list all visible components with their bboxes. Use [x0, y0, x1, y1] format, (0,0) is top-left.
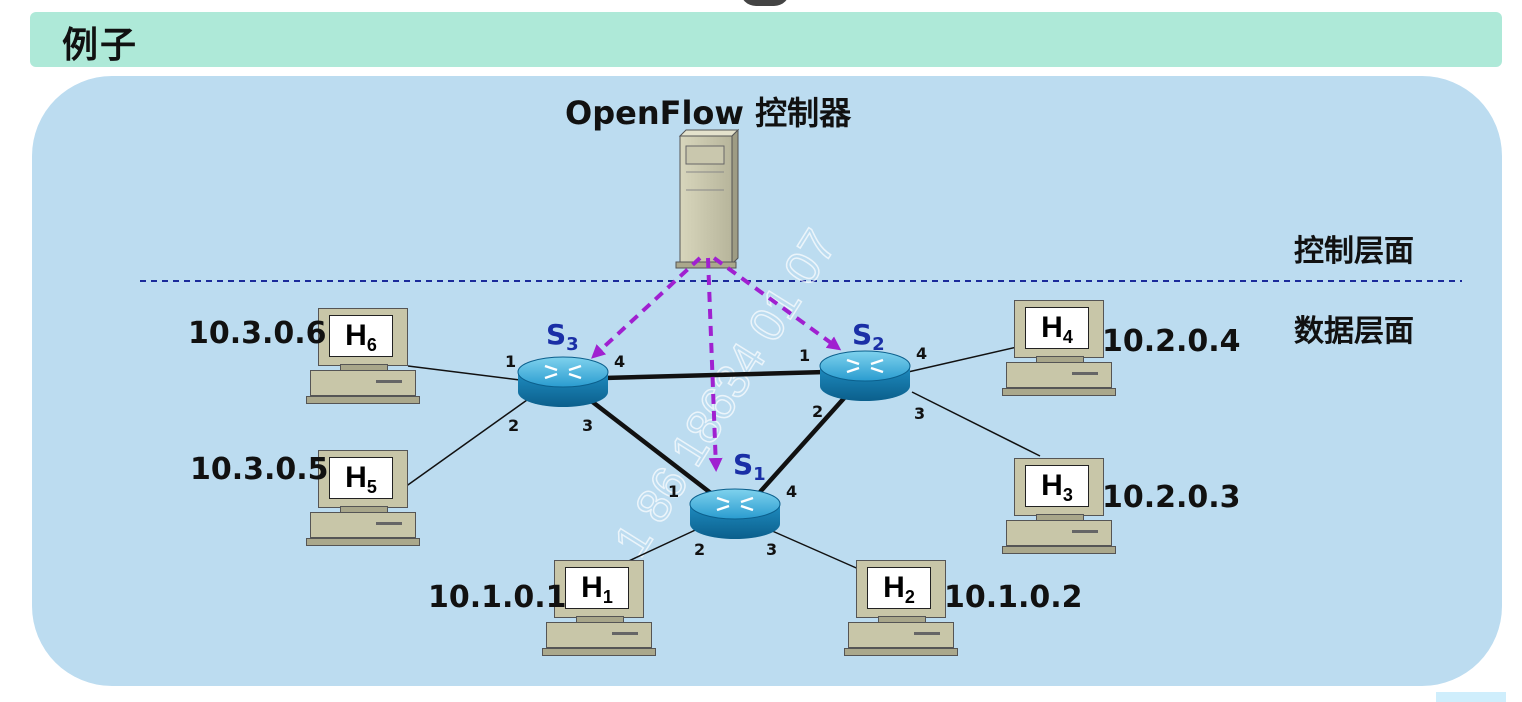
host-h5-ip: 10.3.0.5 — [190, 452, 329, 487]
port-s2-3: 3 — [914, 404, 926, 423]
diagram-panel — [32, 76, 1502, 686]
link-h1-s1 — [617, 525, 705, 567]
control-arrow-s3 — [591, 256, 702, 359]
monitor-icon: H6 — [318, 308, 408, 366]
link-h5-s3 — [397, 399, 528, 493]
port-s2-1: 1 — [799, 346, 811, 365]
switch-s2-label: S2 — [852, 318, 885, 355]
port-s2-4: 4 — [916, 344, 928, 363]
port-s3-3: 3 — [582, 416, 594, 435]
host-h5: H5 — [306, 450, 420, 554]
monitor-icon: H3 — [1014, 458, 1104, 516]
host-h4: H4 — [1002, 300, 1116, 404]
link-s3-s1 — [588, 398, 714, 496]
switch-s3-icon — [517, 356, 609, 407]
host-h2-ip: 10.1.0.2 — [944, 580, 1083, 615]
host-h2: H2 — [844, 560, 958, 664]
port-s1-3: 3 — [766, 540, 778, 559]
link-h4-s2 — [907, 343, 1031, 373]
top-edge-decoration — [740, 0, 790, 6]
link-s3-s2 — [603, 369, 827, 381]
data-plane-label: 数据层面 — [1294, 314, 1414, 349]
host-h3-ip: 10.2.0.3 — [1102, 480, 1241, 515]
host-h3-name: H3 — [1025, 465, 1089, 507]
link-h6-s3 — [407, 365, 521, 381]
corner-decoration — [1436, 692, 1506, 702]
link-h3-s2 — [911, 391, 1041, 457]
host-h1-name: H1 — [565, 567, 629, 609]
title-bar: 例子 — [30, 12, 1502, 67]
control-plane-label: 控制层面 — [1294, 234, 1414, 269]
port-s3-2: 2 — [508, 416, 520, 435]
page-title: 例子 — [62, 25, 139, 66]
port-s3-4: 4 — [614, 352, 626, 371]
link-h2-s1 — [769, 529, 871, 575]
host-h5-name: H5 — [329, 457, 393, 499]
monitor-icon: H4 — [1014, 300, 1104, 358]
port-s3-1: 1 — [505, 352, 517, 371]
host-h3: H3 — [1002, 458, 1116, 562]
host-h2-name: H2 — [867, 567, 931, 609]
switch-s1-icon — [689, 488, 781, 539]
switch-s2-icon — [819, 350, 911, 401]
host-h6-ip: 10.3.0.6 — [188, 316, 327, 351]
host-h6-name: H6 — [329, 315, 393, 357]
host-h1: H1 — [542, 560, 656, 664]
host-h1-ip: 10.1.0.1 — [428, 580, 567, 615]
port-s1-4: 4 — [786, 482, 798, 501]
openflow-controller-server — [675, 128, 740, 269]
host-h4-ip: 10.2.0.4 — [1102, 324, 1241, 359]
switch-s1-label: S1 — [733, 448, 766, 485]
port-s2-2: 2 — [812, 402, 824, 421]
port-s1-1: 1 — [668, 482, 680, 501]
switch-s3-label: S3 — [546, 318, 579, 355]
port-s1-2: 2 — [694, 540, 706, 559]
controller-label: OpenFlow 控制器 — [565, 94, 852, 132]
control-arrow-s2 — [712, 256, 842, 351]
control-arrow-s1 — [706, 257, 723, 472]
link-s2-s1 — [758, 394, 848, 494]
monitor-icon: H1 — [554, 560, 644, 618]
host-h6: H6 — [306, 308, 420, 412]
host-h4-name: H4 — [1025, 307, 1089, 349]
monitor-icon: H2 — [856, 560, 946, 618]
monitor-icon: H5 — [318, 450, 408, 508]
